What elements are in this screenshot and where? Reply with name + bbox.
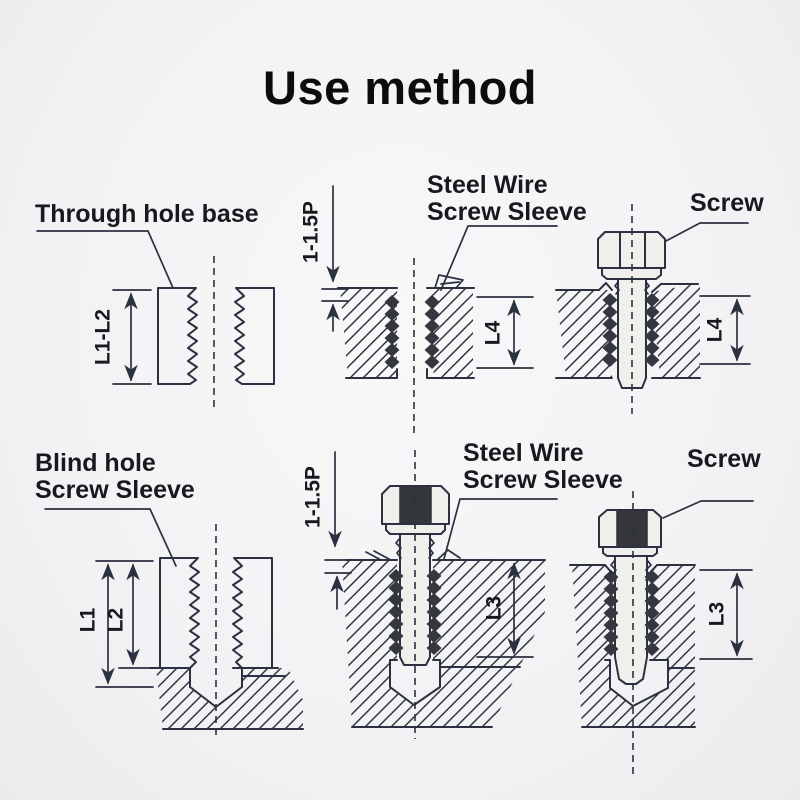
material-section-right (633, 565, 695, 727)
dim-l1: L1 (76, 607, 99, 632)
leader-line (36, 230, 174, 289)
material-section-right (427, 288, 473, 378)
diagram-screw-through-hole: Screw L4 (555, 189, 764, 414)
screw-label: Screw (690, 189, 764, 217)
sleeve-label-line1: Steel Wire (427, 171, 548, 199)
dimension-ticks (476, 296, 534, 369)
dim-pitch: 1-1.5P (299, 201, 322, 263)
dimension-ticks (476, 559, 534, 658)
sleeve-label-line2: Screw Sleeve (427, 198, 587, 226)
dim-l2: L2 (104, 608, 127, 633)
leader-line (662, 500, 754, 519)
dimension-ticks (699, 569, 753, 660)
leader-line (665, 222, 749, 242)
material-section-left (340, 288, 397, 378)
pitch-ticks (321, 288, 349, 302)
surface-lines (555, 282, 701, 379)
pitch-ticks (324, 559, 352, 574)
material-section-right (652, 283, 700, 378)
page-title: Use method (263, 61, 537, 114)
shank-thread-relief (395, 537, 435, 559)
dimension-ticks (112, 289, 152, 385)
screw-flange (602, 546, 658, 557)
insert-coils-right (424, 295, 440, 369)
hex-facet-lines (619, 231, 646, 269)
dim-pitch: 1-1.5P (301, 466, 324, 528)
shank-thread-relief (614, 281, 650, 295)
screw-shaft (614, 555, 648, 685)
insert-coils-left (602, 293, 618, 367)
leader-line (44, 508, 177, 567)
hex-dark-facet (616, 509, 648, 548)
dimension-ticks (699, 295, 751, 365)
screw-label: Screw (687, 445, 761, 473)
through-hole-base-label: Through hole base (35, 200, 259, 228)
dim-l3: L3 (482, 596, 505, 621)
dim-l3: L3 (705, 602, 728, 627)
sleeve-tang-notches (365, 549, 461, 561)
diagram-screw-blind-hole: Screw L3 (569, 445, 761, 777)
dimension-ticks (95, 560, 154, 688)
surface-lines (337, 287, 475, 379)
diagram-through-hole-base: Through hole base L1-L2 (35, 200, 275, 408)
thread-section-left (157, 287, 198, 385)
thread-section-right (232, 557, 273, 669)
screw-shaft (617, 278, 647, 389)
sleeve-tang (434, 274, 464, 289)
leader-line (443, 498, 558, 560)
insert-coils-right (644, 293, 660, 367)
thread-section-left (159, 557, 200, 669)
diagram-steel-wire-screw-sleeve-through-hole: Steel Wire Screw Sleeve 1-1.5P L4 (299, 171, 587, 437)
hole-and-surface-lines (569, 564, 696, 728)
dim-l4: L4 (481, 320, 504, 345)
insert-coils-left (603, 570, 619, 656)
insert-coils-left (388, 569, 404, 655)
sleeve-label-line2: Screw Sleeve (463, 466, 623, 494)
leader-line (440, 225, 558, 291)
thread-section-right (234, 287, 275, 385)
material-section-left (572, 565, 633, 727)
diagram-steel-wire-screw-sleeve-blind-hole: Steel Wire Screw Sleeve 1-1.5P L3 (301, 439, 623, 739)
material-section-left (556, 290, 612, 378)
screw-hex-head (597, 231, 666, 269)
insert-coils-left (384, 295, 400, 369)
blind-hole-label-line2: Screw Sleeve (35, 476, 195, 504)
material-below-hole (156, 668, 303, 729)
diagram-blind-hole-screw-sleeve: Blind hole Screw Sleeve L1 L2 (35, 449, 304, 736)
insert-coils-right (644, 570, 660, 656)
dim-l1-l2: L1-L2 (91, 309, 114, 365)
sleeve-label-line1: Steel Wire (463, 439, 584, 467)
blind-hole-label-line1: Blind hole (35, 449, 156, 477)
insert-coils-right (426, 569, 442, 655)
dim-l4: L4 (703, 317, 726, 342)
